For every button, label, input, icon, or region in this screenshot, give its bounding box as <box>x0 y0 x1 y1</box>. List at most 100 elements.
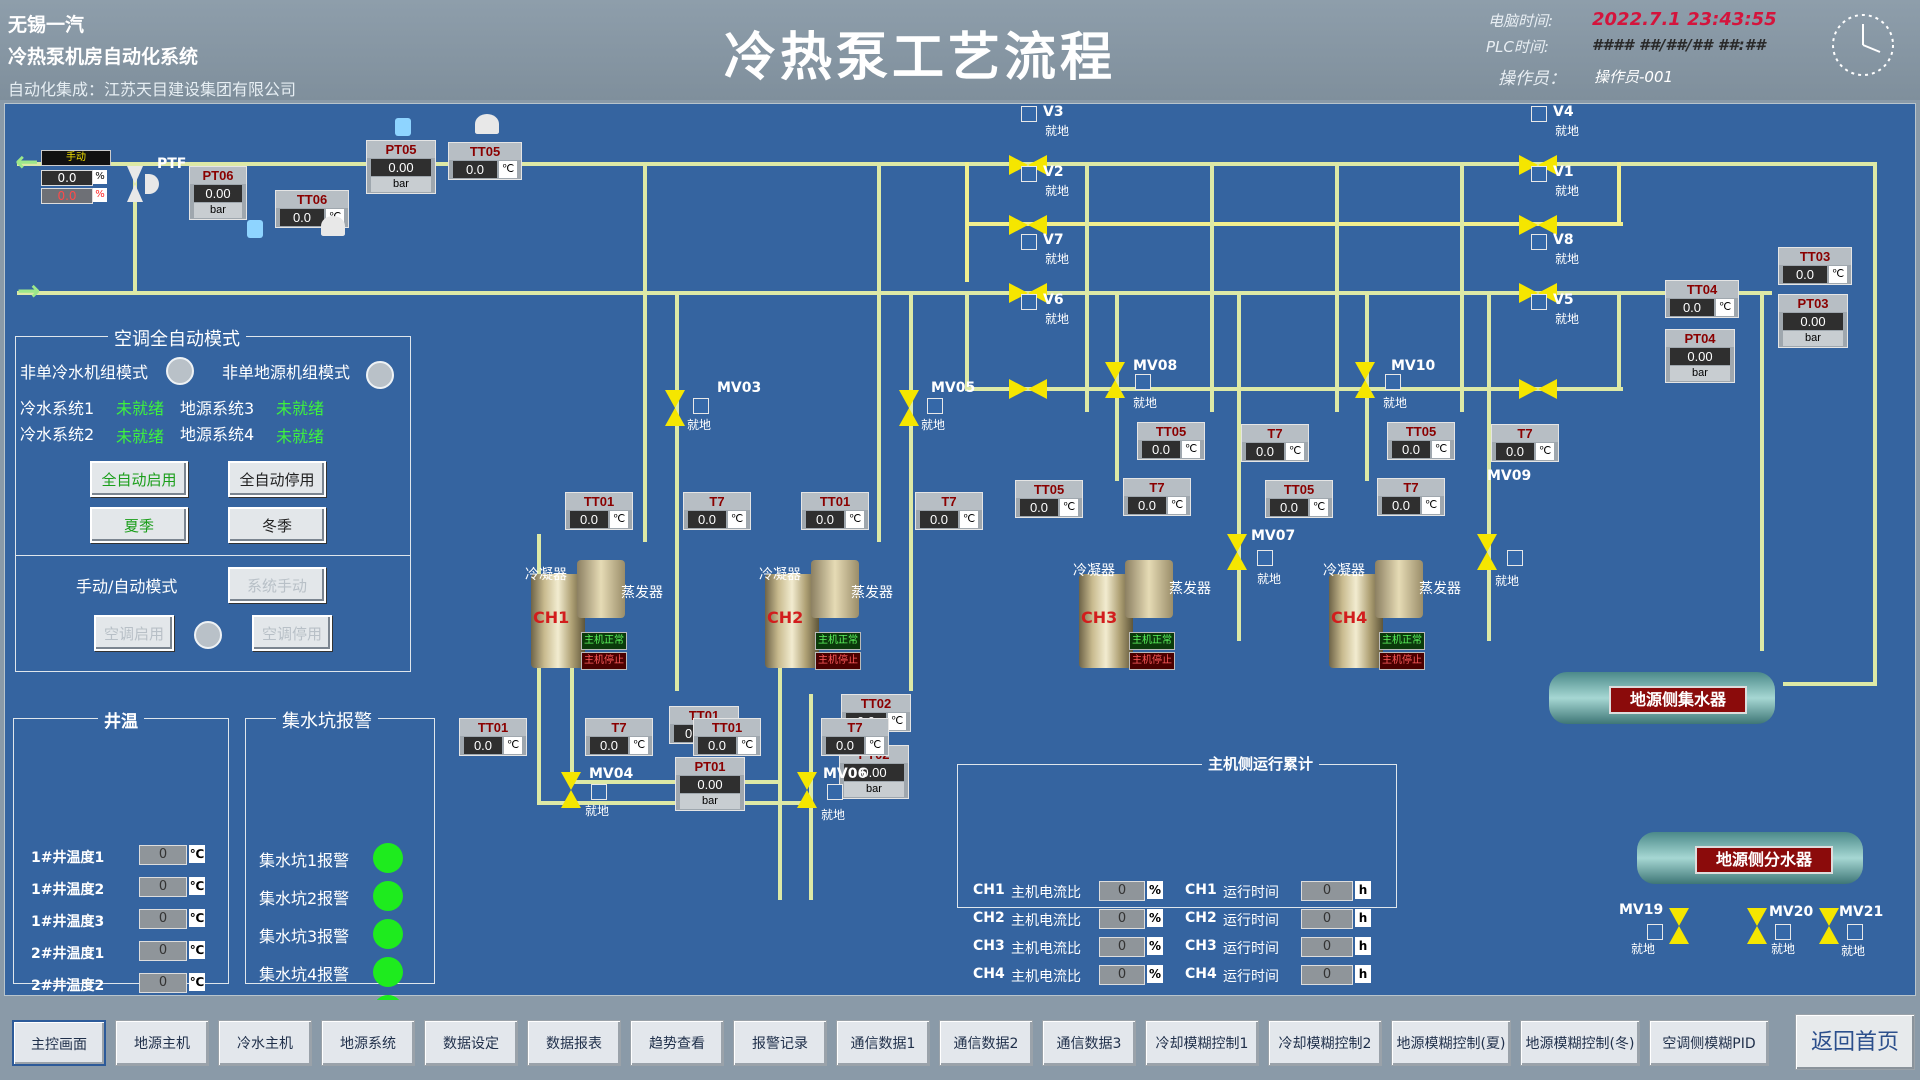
nav-button[interactable]: 数据报表 <box>527 1020 621 1066</box>
nav-button[interactable]: 数据设定 <box>424 1020 518 1066</box>
runtime-run-unit: h <box>1355 881 1371 899</box>
chiller-name: CH4 <box>1331 608 1368 627</box>
instrument-ch4-tt05-upper[interactable]: TT05 0.0 ℃ <box>1387 422 1455 460</box>
nav-button[interactable]: 趋势查看 <box>630 1020 724 1066</box>
nav-button[interactable]: 通信数据2 <box>939 1020 1033 1066</box>
valve-mv03[interactable] <box>665 390 685 426</box>
valve-v6[interactable] <box>1009 379 1047 399</box>
nav-button[interactable]: 主控画面 <box>12 1020 106 1066</box>
system-manual-button[interactable]: 系统手动 <box>228 567 326 603</box>
instrument-ch4-t7[interactable]: T7 0.0 ℃ <box>1377 478 1445 516</box>
instrument-tag: T7 <box>1492 425 1558 442</box>
ptf-valve-icon[interactable] <box>127 166 143 184</box>
nav-button[interactable]: 通信数据1 <box>836 1020 930 1066</box>
valve-mv08[interactable] <box>1105 362 1125 398</box>
instrument-tt04[interactable]: TT04 0.0 ℃ <box>1665 280 1739 318</box>
instrument-pt04[interactable]: PT04 0.00 bar <box>1665 329 1735 383</box>
nav-button[interactable]: 地源系统 <box>321 1020 415 1066</box>
instrument-value: 0.0 <box>464 737 502 754</box>
instrument-ch3-t7-upper[interactable]: T7 0.0 ℃ <box>1241 424 1309 462</box>
nav-button[interactable]: 地源模糊控制(冬) <box>1520 1020 1640 1066</box>
winter-button[interactable]: 冬季 <box>228 507 326 543</box>
instrument-unit: ℃ <box>630 737 648 754</box>
instrument-unit: ℃ <box>728 511 746 528</box>
system-label: 地源系统3 <box>180 399 255 418</box>
nav-button[interactable]: 冷水主机 <box>218 1020 312 1066</box>
ptf-mode-box[interactable]: 手动 <box>41 150 111 166</box>
pipe-ch1-lower <box>537 534 541 804</box>
instrument-tag: TT05 <box>1388 423 1454 440</box>
valve-v2[interactable] <box>1009 215 1047 235</box>
instrument-tag: PT06 <box>190 167 246 184</box>
valve-mv20[interactable] <box>1747 908 1767 944</box>
valve-mode: 就地 <box>1841 944 1866 958</box>
nav-button[interactable]: 冷却模糊控制1 <box>1145 1020 1259 1066</box>
instrument-ch1-tt01[interactable]: TT01 0.0 ℃ <box>565 492 633 530</box>
instrument-ch3-tt05-upper[interactable]: TT05 0.0 ℃ <box>1137 422 1205 460</box>
instrument-pt06[interactable]: PT06 0.00 bar <box>189 166 247 220</box>
auto-on-button[interactable]: 全自动启用 <box>90 461 188 497</box>
condenser-label: 冷凝器 <box>1323 563 1365 579</box>
pit-alarm-title: 集水坑报警 <box>276 707 378 733</box>
valve-label: V7 <box>1043 232 1064 248</box>
nav-button[interactable]: 地源模糊控制(夏) <box>1391 1020 1511 1066</box>
valve-mv21[interactable] <box>1819 908 1839 944</box>
valve-mode: 就地 <box>1257 572 1282 586</box>
runtime-run-label: 运行时间 <box>1223 941 1279 957</box>
instrument-tt03[interactable]: TT03 0.0 ℃ <box>1778 247 1852 285</box>
valve-mode: 就地 <box>1045 252 1070 266</box>
instrument-value: 0.0 <box>826 737 864 754</box>
valve-mv19[interactable] <box>1669 908 1689 944</box>
instrument-ch2-tt01-lower[interactable]: TT01 0.0 ℃ <box>693 718 761 756</box>
summer-button[interactable]: 夏季 <box>90 507 188 543</box>
temp-sensor-icon <box>475 114 499 134</box>
valve-mv05[interactable] <box>899 390 919 426</box>
instrument-ch2-tt01[interactable]: TT01 0.0 ℃ <box>801 492 869 530</box>
chiller-ch3[interactable]: CH3 主机正常 主机停止 <box>1075 560 1175 670</box>
valve-actuator-icon <box>1531 234 1547 250</box>
instrument-tag: TT01 <box>460 719 526 736</box>
pit-alarm-label: 集水坑4报警 <box>259 965 350 984</box>
ac-on-button[interactable]: 空调启用 <box>94 615 174 651</box>
instrument-ch1-t7[interactable]: T7 0.0 ℃ <box>683 492 751 530</box>
valve-mv09[interactable] <box>1477 534 1497 570</box>
nav-button[interactable]: 地源主机 <box>115 1020 209 1066</box>
instrument-ch1-tt01-lower[interactable]: TT01 0.0 ℃ <box>459 718 527 756</box>
valve-actuator-icon <box>1135 374 1151 390</box>
home-button[interactable]: 返回首页 <box>1795 1014 1915 1070</box>
runtime-current-label: 主机电流比 <box>1011 941 1081 957</box>
valve-mv04[interactable] <box>561 772 581 808</box>
instrument-pt03[interactable]: PT03 0.00 bar <box>1778 294 1848 348</box>
valve-mv10[interactable] <box>1355 362 1375 398</box>
instrument-tt05-top[interactable]: TT05 0.0 ℃ <box>448 142 522 180</box>
nav-button[interactable]: 冷却模糊控制2 <box>1268 1020 1382 1066</box>
nav-button[interactable]: 空调侧模糊PID <box>1649 1020 1769 1066</box>
instrument-pt01[interactable]: PT01 0.00 bar <box>675 757 745 811</box>
pipe-riser <box>1460 162 1464 412</box>
well-temp-value: 0 <box>139 973 187 993</box>
chiller-ch4[interactable]: CH4 主机正常 主机停止 <box>1325 560 1425 670</box>
auto-off-button[interactable]: 全自动停用 <box>228 461 326 497</box>
instrument-ch3-tt05[interactable]: TT05 0.0 ℃ <box>1015 480 1083 518</box>
instrument-pt05[interactable]: PT05 0.00 bar <box>366 140 436 194</box>
instrument-tag: TT01 <box>802 493 868 510</box>
valve-v1[interactable] <box>1519 215 1557 235</box>
instrument-ch4-t7-upper[interactable]: T7 0.0 ℃ <box>1491 424 1559 462</box>
instrument-ch4-tt05[interactable]: TT05 0.0 ℃ <box>1265 480 1333 518</box>
ac-off-button[interactable]: 空调停用 <box>252 615 332 651</box>
valve-actuator-icon <box>1507 550 1523 566</box>
valve-actuator-icon <box>927 398 943 414</box>
condenser-label: 冷凝器 <box>525 567 567 583</box>
valve-mv06[interactable] <box>797 772 817 808</box>
instrument-ch1-t7-lower[interactable]: T7 0.0 ℃ <box>585 718 653 756</box>
chiller-ch2[interactable]: CH2 主机正常 主机停止 <box>761 560 861 670</box>
valve-v5[interactable] <box>1519 379 1557 399</box>
instrument-ch2-t7[interactable]: T7 0.0 ℃ <box>915 492 983 530</box>
chiller-ch1[interactable]: CH1 主机正常 主机停止 <box>527 560 627 670</box>
instrument-ch3-t7[interactable]: T7 0.0 ℃ <box>1123 478 1191 516</box>
valve-mv07[interactable] <box>1227 534 1247 570</box>
manual-mode-label: 手动/自动模式 <box>76 577 178 596</box>
nav-button[interactable]: 通信数据3 <box>1042 1020 1136 1066</box>
nav-button[interactable]: 报警记录 <box>733 1020 827 1066</box>
instrument-ch2-t7-lower[interactable]: T7 0.0 ℃ <box>821 718 889 756</box>
